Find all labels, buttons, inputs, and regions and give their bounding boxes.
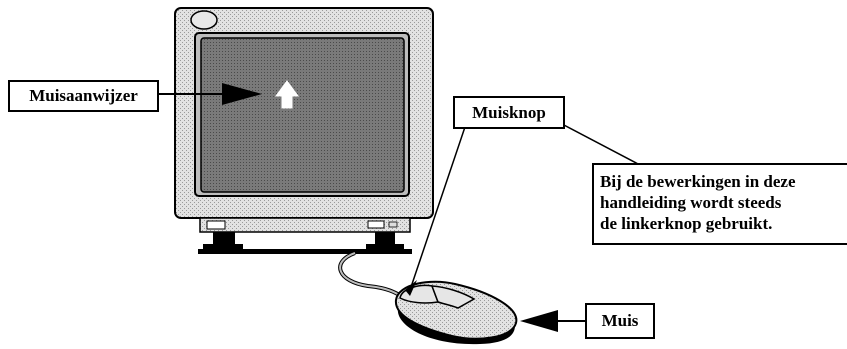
right-mouse-button bbox=[430, 285, 476, 309]
note-line-1: Bij de bewerkingen in deze bbox=[600, 172, 796, 191]
note-line-2: handleiding wordt steeds bbox=[600, 193, 782, 212]
power-button-icon bbox=[190, 10, 218, 30]
monitor-screen bbox=[200, 37, 405, 193]
note-line-3: de linkerknop gebruikt. bbox=[600, 214, 773, 233]
note-box: Bij de bewerkingen in deze handleiding w… bbox=[592, 163, 847, 245]
label-muisaanwijzer: Muisaanwijzer bbox=[8, 80, 159, 112]
crt-monitor-icon bbox=[174, 7, 434, 254]
mouse-arrow bbox=[520, 310, 587, 332]
pointer-arrow bbox=[158, 83, 262, 105]
label-muisknop: Muisknop bbox=[453, 96, 565, 129]
mouse-cable bbox=[338, 251, 406, 300]
up-arrow-cursor-icon bbox=[275, 80, 299, 109]
computer-mouse-icon bbox=[394, 280, 518, 345]
button-leader-lines bbox=[405, 123, 641, 296]
label-muis: Muis bbox=[585, 303, 655, 339]
